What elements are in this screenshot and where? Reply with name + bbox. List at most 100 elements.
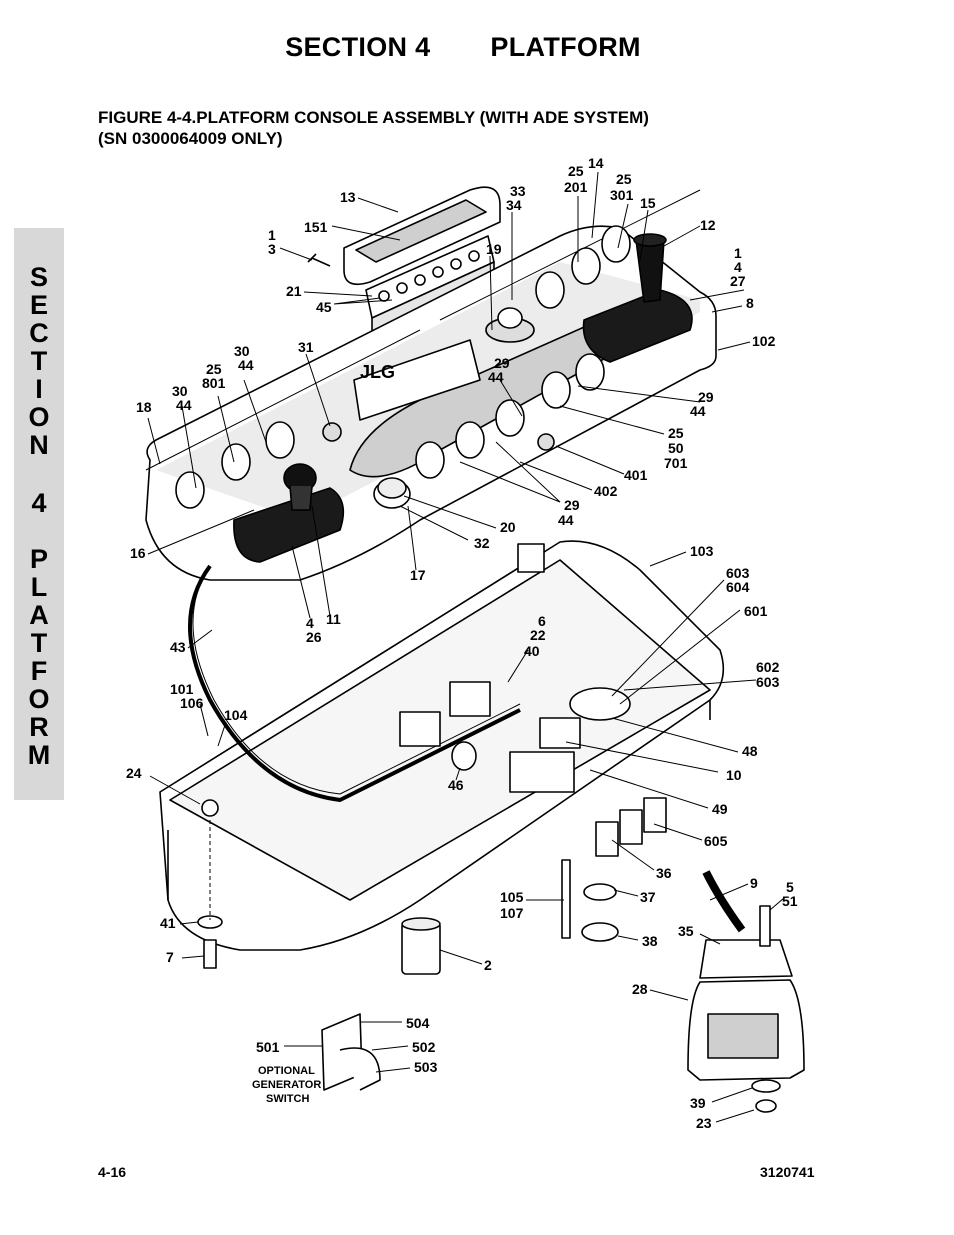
- callout-label: 29: [698, 389, 714, 405]
- callout-label: 38: [642, 933, 658, 949]
- callout-label: 105: [500, 889, 524, 905]
- side-tab-letter: C: [29, 318, 49, 348]
- callout-label: 44: [176, 397, 192, 413]
- wire-harness-inner: [192, 565, 521, 795]
- callout-label: 44: [558, 512, 574, 528]
- side-tab-letter: M: [27, 740, 51, 770]
- side-tab-letter: E: [29, 290, 48, 320]
- callout-label: 32: [474, 535, 490, 551]
- optional-switch-line1: OPTIONAL: [258, 1065, 315, 1077]
- callout-label: 48: [742, 743, 758, 759]
- callout-label: 28: [632, 981, 648, 997]
- callout-label: 21: [286, 283, 302, 299]
- callout-label: 15: [640, 195, 656, 211]
- callout-label: 26: [306, 629, 322, 645]
- figure-title: FIGURE 4-4.PLATFORM CONSOLE ASSEMBLY (WI…: [98, 107, 649, 149]
- callout-label: 46: [448, 777, 464, 793]
- callout-label: 9: [750, 875, 758, 891]
- indicator-light: [537, 433, 555, 451]
- callout-label: 604: [726, 579, 750, 595]
- callout-label: 25: [616, 171, 632, 187]
- callout-label: 49: [712, 801, 728, 817]
- callout-label: 40: [524, 643, 540, 659]
- callout-label: 25: [568, 163, 584, 179]
- callout-label: 23: [696, 1115, 712, 1131]
- callout-label: 4: [734, 259, 742, 275]
- callout-label: 19: [486, 241, 502, 257]
- side-tab-letter: R: [29, 712, 49, 742]
- callout-label: 1: [734, 245, 742, 261]
- side-tab-letter: T: [30, 346, 48, 376]
- callout-label: 3: [268, 241, 276, 257]
- left-joystick: [233, 463, 345, 563]
- side-tab-letter: O: [28, 402, 50, 432]
- callout-label: 8: [746, 295, 754, 311]
- callout-label: 601: [744, 603, 768, 619]
- round-knob: [373, 477, 411, 509]
- left-fasteners: [197, 799, 223, 969]
- leader-lines: [147, 171, 785, 1123]
- connectors: [399, 681, 631, 793]
- optional-switch-label: OPTIONAL GENERATOR SWITCH: [252, 1065, 321, 1105]
- callout-label: 605: [704, 833, 728, 849]
- figure-title-line1: FIGURE 4-4.PLATFORM CONSOLE ASSEMBLY (WI…: [98, 108, 649, 127]
- callout-label: 36: [656, 865, 672, 881]
- optional-switch-line2: GENERATOR: [252, 1079, 321, 1091]
- callout-label: 41: [160, 915, 176, 931]
- callout-label: 201: [564, 179, 588, 195]
- callout-label: 7: [166, 949, 174, 965]
- callout-label: 44: [238, 357, 254, 373]
- callout-label: 25: [206, 361, 222, 377]
- callout-label: 1: [268, 227, 276, 243]
- section-side-tab: S E C T I O N 4 P L A T F O R M: [14, 228, 64, 800]
- callout-label: 22: [530, 627, 546, 643]
- callout-label: 51: [782, 893, 798, 909]
- callout-label: 27: [730, 273, 746, 289]
- callout-label: 33: [510, 183, 526, 199]
- callout-label: 17: [410, 567, 426, 583]
- long-bolt: [561, 859, 571, 939]
- callout-label: 503: [414, 1059, 438, 1075]
- callout-label: 301: [610, 187, 634, 203]
- callout-label: 35: [678, 923, 694, 939]
- callout-label: 6: [538, 613, 546, 629]
- callout-label: 43: [170, 639, 186, 655]
- callout-label: 12: [700, 217, 716, 233]
- callout-label: 603: [726, 565, 750, 581]
- side-tab-letter: O: [28, 684, 50, 714]
- callout-label: 37: [640, 889, 656, 905]
- foot-switch: [687, 870, 805, 1113]
- wire-harness: [188, 564, 521, 802]
- callout-label: 29: [494, 355, 510, 371]
- callout-label: 30: [234, 343, 250, 359]
- callout-label: 44: [690, 403, 706, 419]
- optional-generator-switch: [321, 1013, 381, 1091]
- callout-label: 2: [484, 957, 492, 973]
- callout-label: 106: [180, 695, 204, 711]
- callout-label: 504: [406, 1015, 430, 1031]
- callout-label: 5: [786, 879, 794, 895]
- side-tab-letter: S: [29, 262, 48, 292]
- callout-label: 101: [170, 681, 194, 697]
- jlg-logo: JLG: [360, 362, 395, 382]
- right-joystick: [582, 233, 693, 363]
- optional-switch-line3: SWITCH: [266, 1093, 309, 1105]
- callout-label: 402: [594, 483, 618, 499]
- callout-label: 107: [500, 905, 524, 921]
- callout-label: 31: [298, 339, 314, 355]
- callout-label: 18: [136, 399, 152, 415]
- callout-label: 4: [306, 615, 314, 631]
- callout-label: 401: [624, 467, 648, 483]
- side-tab-letter: P: [29, 544, 48, 574]
- callout-label: 11: [326, 611, 341, 627]
- callout-label: 25: [668, 425, 684, 441]
- control-module: [401, 917, 441, 975]
- strain-reliefs: [595, 797, 667, 857]
- callout-label: 13: [340, 189, 356, 205]
- washer: [583, 883, 617, 901]
- side-tab-letter: T: [30, 628, 48, 658]
- callout-label: 10: [726, 767, 742, 783]
- section-number: SECTION 4: [285, 32, 431, 62]
